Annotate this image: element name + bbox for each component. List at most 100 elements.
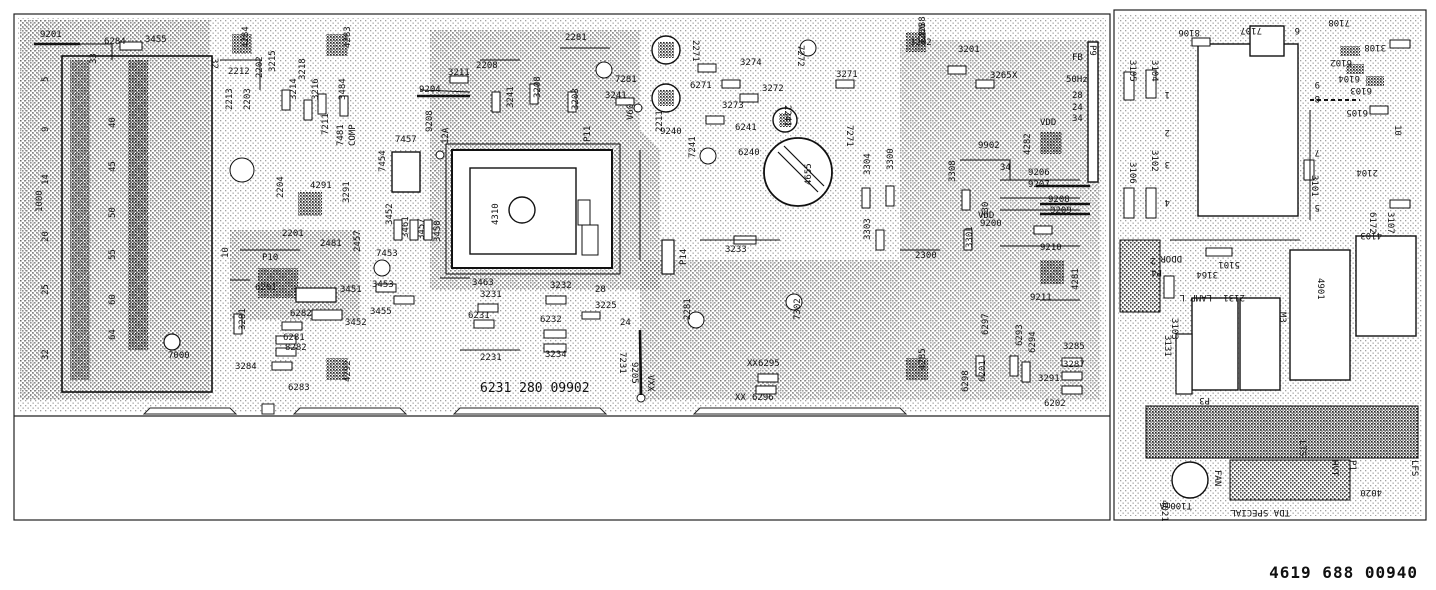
component-label: 6297 xyxy=(981,313,991,335)
component-label: 60 xyxy=(108,294,118,305)
transistor xyxy=(373,259,391,277)
component-label: COMP xyxy=(348,124,358,146)
component-label: 6281 xyxy=(283,333,305,343)
pad-4286 xyxy=(906,32,926,52)
component-label: 3484 xyxy=(338,78,348,100)
ic-7457 xyxy=(391,151,421,193)
pad-4291 xyxy=(298,192,322,216)
component-label: 2241 xyxy=(782,105,792,127)
component-label: 5 xyxy=(41,77,51,82)
component-label: 40 xyxy=(108,117,118,128)
ic-notch xyxy=(163,333,181,351)
board-code: 6231 280 09902 xyxy=(480,381,590,396)
component-label: 3234 xyxy=(545,350,567,360)
component-label: 3457 xyxy=(417,218,427,240)
component-label: 3202 xyxy=(910,38,932,48)
bold-traces xyxy=(34,42,1090,396)
component-label: 2 xyxy=(1151,255,1156,265)
component-label: 3201 xyxy=(958,45,980,55)
component-label: 4281 xyxy=(1071,268,1081,290)
component-label: P11 xyxy=(583,126,593,142)
component-label: 28 xyxy=(1072,91,1083,101)
component-label: 8282 xyxy=(285,343,307,353)
component-label: 3301 xyxy=(965,226,975,248)
component-label: 3241 xyxy=(506,86,516,108)
component-label: 7241 xyxy=(688,136,698,158)
component-label: 9 xyxy=(41,127,51,132)
component-label: 2204 xyxy=(276,176,286,198)
connector-p11 xyxy=(581,224,599,256)
component-label: 3458 xyxy=(433,220,443,242)
component-label: X xyxy=(1012,71,1018,81)
component-label: 34 xyxy=(1072,114,1083,124)
component-label: HVT xyxy=(1329,460,1339,477)
component-label: 3285 xyxy=(1063,342,1085,352)
component-label: 4901 xyxy=(1315,278,1325,300)
component-label: 2202 xyxy=(255,56,265,78)
component-label: 32 xyxy=(209,58,219,69)
component-label: 3164 xyxy=(1196,269,1218,279)
fuse-holder xyxy=(1171,461,1209,499)
component-label: DDOR xyxy=(1160,253,1182,263)
component-label: 4282 xyxy=(1023,133,1033,155)
component-label: 3452 xyxy=(345,318,367,328)
component-label: 3241 xyxy=(605,91,627,101)
component-label: 64 xyxy=(108,329,118,340)
connector-p1 xyxy=(1229,459,1351,501)
board-tab xyxy=(142,407,238,415)
component-label: 55 xyxy=(108,249,118,260)
component-label: 9205 xyxy=(629,362,639,384)
pad-4292 xyxy=(326,358,348,380)
component-label: P3 xyxy=(1199,395,1210,405)
component-label: 2231 xyxy=(480,353,502,363)
capacitor-mark xyxy=(783,145,825,187)
component-label: 3451 xyxy=(340,285,362,295)
component-label: 2271 xyxy=(690,40,700,62)
ic-pin-row xyxy=(70,60,90,380)
capacitor-2241 xyxy=(772,107,798,133)
component-label: 5 xyxy=(1315,202,1320,212)
component-label: 7000 xyxy=(168,351,190,361)
ic-body xyxy=(128,60,148,350)
component-label: VXX xyxy=(645,375,655,392)
component-label: 4021 xyxy=(1159,500,1169,522)
component-label: P4 xyxy=(1151,267,1162,277)
component-label: 50 xyxy=(108,207,118,218)
component-label: T100mA xyxy=(1159,500,1192,510)
component-label: 3108 xyxy=(1364,42,1386,52)
component-label: 6231 xyxy=(468,311,490,321)
component-p3 xyxy=(1191,297,1239,391)
main-ic-7000 xyxy=(61,55,213,393)
transformer-frame xyxy=(445,143,621,275)
component-label: 4292 xyxy=(343,360,353,382)
component-label: 7281 xyxy=(615,75,637,85)
component-label: TDA SPECIAL xyxy=(1230,507,1290,517)
component-label: 6201 xyxy=(255,283,277,293)
capacitor-4655 xyxy=(763,137,833,207)
component-label: 3232 xyxy=(550,281,572,291)
component-m3 xyxy=(1239,297,1281,391)
component-label: 3274 xyxy=(740,58,762,68)
component-label: 3105 xyxy=(1127,60,1137,82)
component-label: 7271 xyxy=(844,125,854,147)
component-label: 3203 xyxy=(571,88,581,110)
component-label: 3271 xyxy=(836,70,858,80)
component-label: 9207 xyxy=(1028,180,1050,190)
component-label: 24 xyxy=(1072,103,1083,113)
component-label: 32 xyxy=(41,349,51,360)
component-label: 2104 xyxy=(1356,167,1378,177)
component-label: 330 xyxy=(981,202,991,218)
transistor xyxy=(699,147,717,165)
component-label: 2481 xyxy=(320,239,342,249)
transistor xyxy=(229,157,255,183)
component-label: 2208 xyxy=(476,61,498,71)
component-label: 3287 xyxy=(1063,360,1085,370)
component-label: LAMP L xyxy=(1179,292,1212,302)
capacitor-2211 xyxy=(651,83,681,113)
component-label: 9201 xyxy=(40,30,62,40)
component-label: 7481 xyxy=(336,124,346,146)
component-label: 6298 xyxy=(961,370,971,392)
component-label: 6283 xyxy=(288,383,310,393)
component-label: 3107 xyxy=(1385,212,1395,234)
